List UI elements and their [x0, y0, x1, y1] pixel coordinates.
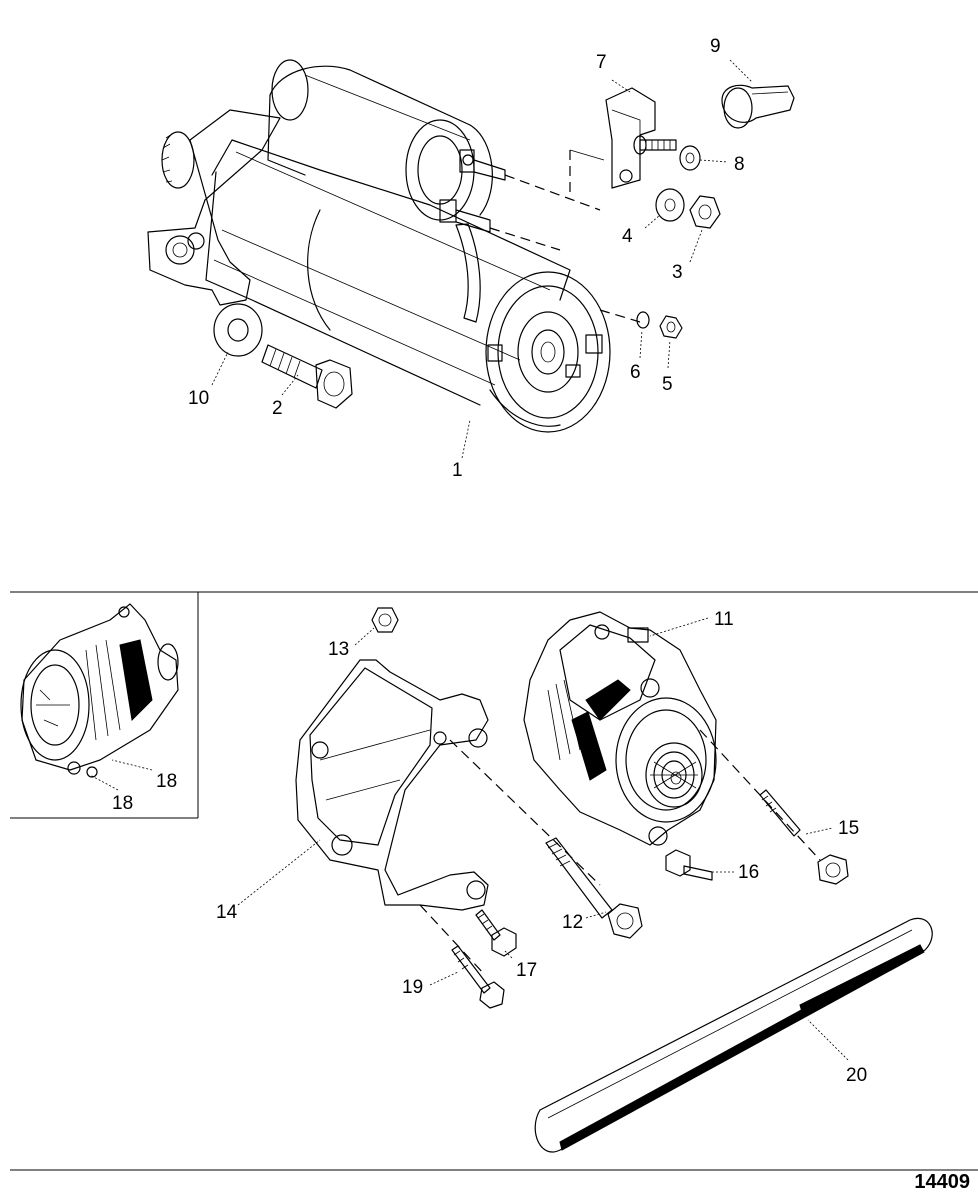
part-7-bracket [605, 87, 656, 189]
part-12-bolt [545, 837, 643, 939]
callout-10: 10 [188, 388, 209, 409]
callout-14: 14 [216, 902, 238, 923]
bracket-mount-line [569, 149, 605, 161]
starter-solenoid [267, 59, 506, 233]
callout-13: 13 [328, 639, 349, 660]
starter-motor [147, 59, 641, 433]
part-5-nut [659, 315, 683, 339]
starter-field-strap [455, 223, 481, 323]
figure-number: 14409 [914, 1171, 970, 1193]
callout-20: 20 [846, 1065, 867, 1086]
callout-2: 2 [272, 398, 283, 419]
part-17-bolt [475, 909, 517, 957]
starter-mount-flange [147, 109, 281, 306]
part-2-bolt [261, 344, 353, 409]
callout-1: 1 [452, 460, 463, 481]
part-6-lockwasher [636, 311, 650, 329]
part-20-drive-belt [534, 917, 933, 1153]
part-16-bolt [665, 849, 713, 881]
starter-pinion-gear [161, 131, 195, 189]
callout-18-lower: 18 [112, 793, 133, 814]
part-14-alternator-bracket [295, 659, 489, 911]
callout-9: 9 [710, 36, 721, 57]
part-11-alternator [523, 611, 717, 846]
part-4-washer [655, 188, 685, 222]
callout-8: 8 [734, 154, 745, 175]
part-19-bolt [451, 945, 505, 1009]
callout-4: 4 [622, 226, 633, 247]
callout-15: 15 [838, 818, 859, 839]
callout-6: 6 [630, 362, 641, 383]
part-3-nut [689, 195, 721, 229]
callout-18-upper: 18 [156, 771, 177, 792]
starter-motor-body [205, 139, 571, 406]
callout-19: 19 [402, 977, 423, 998]
inset-alternator [20, 603, 179, 778]
starter-end-cap [485, 271, 611, 433]
part-10-washer [213, 303, 263, 357]
part-13-nut [371, 607, 399, 633]
callout-11: 11 [714, 609, 734, 630]
callout-3: 3 [672, 262, 683, 283]
callout-5: 5 [662, 374, 673, 395]
callout-16: 16 [738, 862, 759, 883]
callout-12: 12 [562, 912, 583, 933]
part-8-screw [633, 135, 701, 171]
part-15-bolt [759, 789, 849, 885]
callout-17: 17 [516, 960, 537, 981]
part-9-terminal-boot [721, 84, 795, 129]
callout-7: 7 [596, 52, 607, 73]
